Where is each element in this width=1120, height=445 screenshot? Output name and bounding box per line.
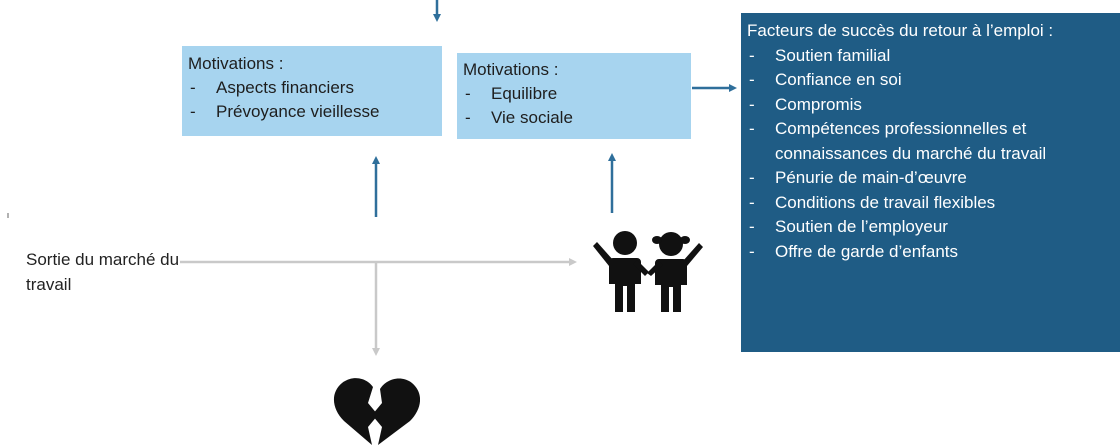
- list-item: Vie sociale: [463, 106, 685, 130]
- box-left-title: Motivations :: [188, 54, 284, 73]
- labor-market-exit-label: Sortie du marché du travail: [26, 250, 180, 294]
- box-left-list: Aspects financiers Prévoyance vieillesse: [188, 76, 436, 124]
- list-item: Conditions de travail flexibles: [747, 191, 1110, 216]
- list-item: Soutien familial: [747, 44, 1110, 69]
- motivations-box-left: Motivations : Aspects financiers Prévoya…: [182, 46, 442, 136]
- broken-heart-icon: [333, 378, 420, 445]
- list-item: Compétences professionnelles et connaiss…: [747, 117, 1081, 166]
- success-factors-box: Facteurs de succès du retour à l’emploi …: [741, 13, 1120, 352]
- success-factors-list: Soutien familial Confiance en soi Compro…: [747, 44, 1110, 265]
- list-item: Equilibre: [463, 82, 685, 106]
- list-item: Compromis: [747, 93, 1110, 118]
- motivations-box-middle: Motivations : Equilibre Vie sociale: [457, 53, 691, 139]
- success-factors-title: Facteurs de succès du retour à l’emploi …: [747, 21, 1054, 40]
- list-item: Aspects financiers: [188, 76, 436, 100]
- box-middle-list: Equilibre Vie sociale: [463, 82, 685, 130]
- children-icon: [593, 231, 703, 312]
- box-middle-title: Motivations :: [463, 60, 559, 79]
- list-item: Confiance en soi: [747, 68, 1110, 93]
- list-item: Soutien de l’employeur: [747, 215, 1110, 240]
- list-item: Offre de garde d’enfants: [747, 240, 1110, 265]
- list-item: Prévoyance vieillesse: [188, 100, 436, 124]
- list-item: Pénurie de main-d’œuvre: [747, 166, 1110, 191]
